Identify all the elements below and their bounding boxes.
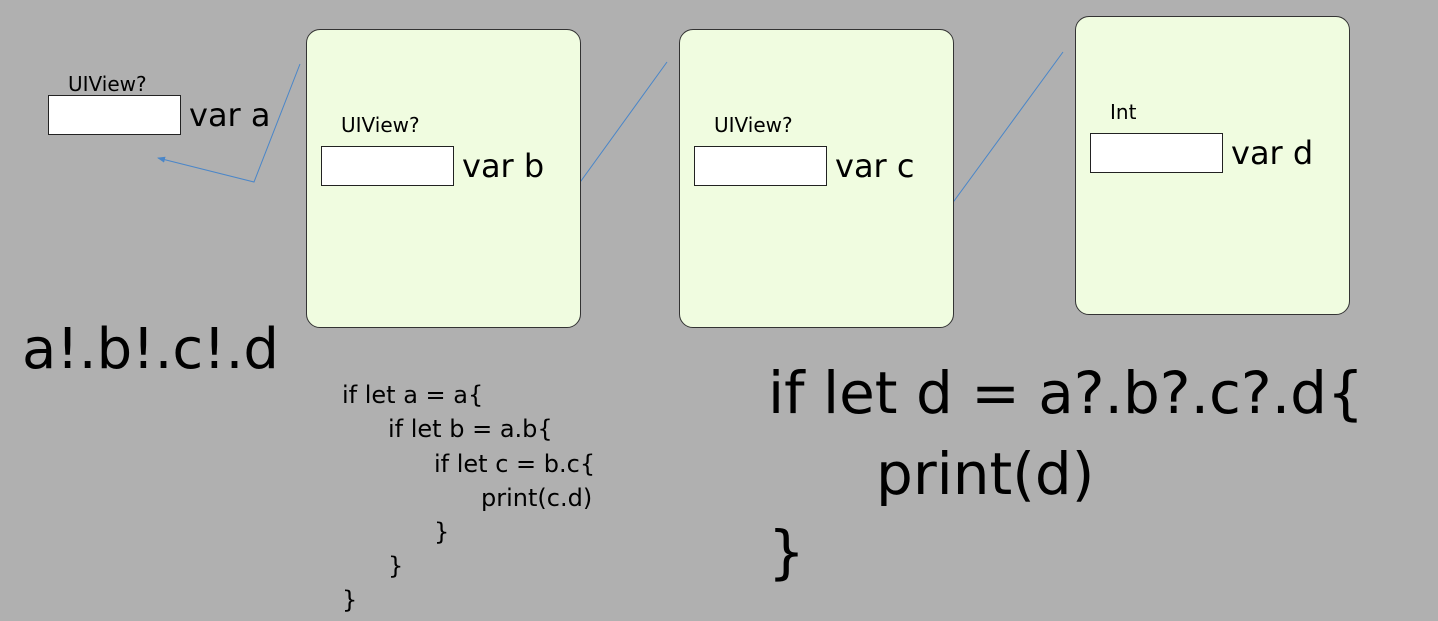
var-a-box xyxy=(48,95,181,135)
var-c-name: var c xyxy=(835,147,915,185)
nested-code-line: } xyxy=(434,518,450,546)
var-d-type-label: Int xyxy=(1110,100,1137,124)
nested-code-line: } xyxy=(342,586,358,614)
var-b-box xyxy=(321,146,454,186)
chain-code-line: if let d = a?.b?.c?.d{ xyxy=(768,359,1364,427)
chain-code-line: } xyxy=(768,518,805,586)
var-b-type-label: UIView? xyxy=(341,113,420,137)
var-a-type-label: UIView? xyxy=(68,72,147,96)
var-a-name: var a xyxy=(189,96,271,134)
var-c-box xyxy=(694,146,827,186)
arrow-b-to-a xyxy=(157,63,301,183)
nested-code-line: print(c.d) xyxy=(481,484,593,512)
chain-code-line: print(d) xyxy=(876,440,1095,508)
nested-code-line: if let c = b.c{ xyxy=(434,450,596,478)
force-unwrap-expression: a!.b!.c!.d xyxy=(22,317,279,382)
var-d-box xyxy=(1090,133,1223,173)
var-c-type-label: UIView? xyxy=(714,113,793,137)
nested-code-line: if let b = a.b{ xyxy=(388,415,553,443)
nested-code-line: if let a = a{ xyxy=(342,381,484,409)
var-b-name: var b xyxy=(462,147,545,185)
var-d-name: var d xyxy=(1231,134,1314,172)
nested-code-line: } xyxy=(388,552,404,580)
